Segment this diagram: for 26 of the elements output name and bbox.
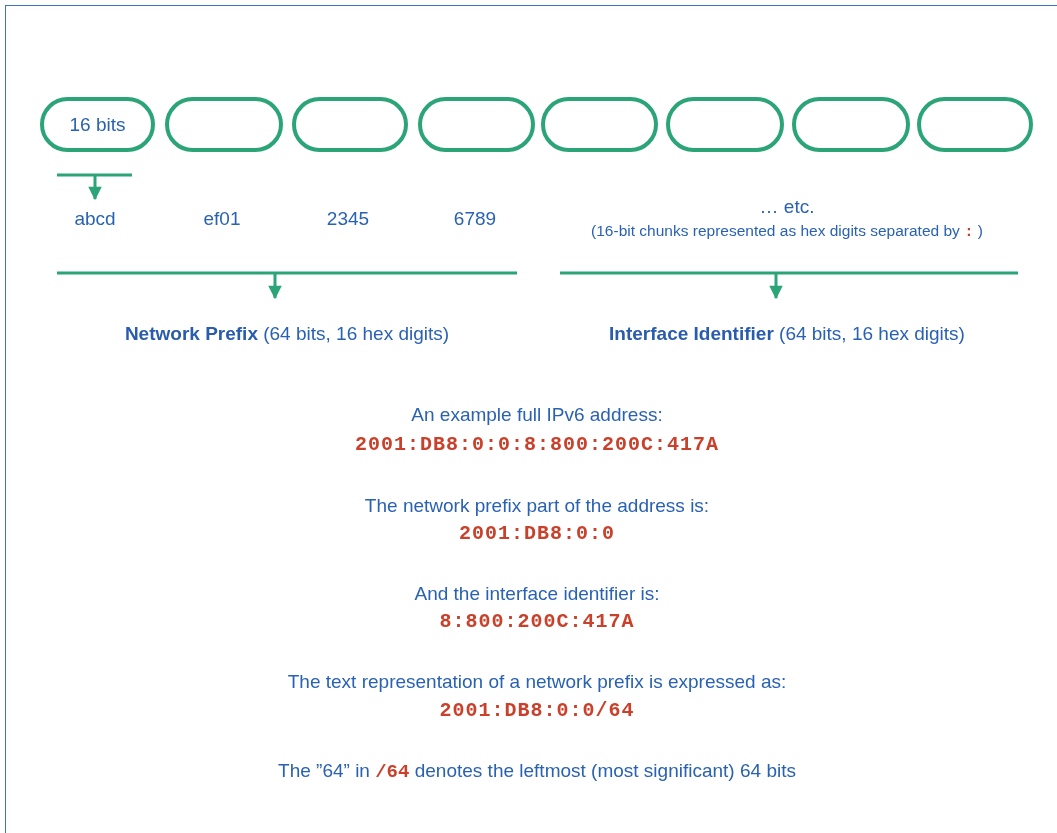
bit-field-pill [541,97,658,152]
example-text: An example full IPv6 address: [411,404,663,426]
example-text: And the interface identifier is: [414,583,660,605]
bit-field-pill [292,97,408,152]
address-text: 2001:DB8:0:0/64 [439,699,635,722]
bit-field-pill [666,97,784,152]
group-caption: Network Prefix (64 bits, 16 hex digits) [124,323,450,345]
bit-field-pill [165,97,283,152]
hex-group-text: ef01 [203,208,241,230]
example-text: The text representation of a network prefix is expressed as: [287,671,787,693]
address-text: 2001:DB8:0:0 [459,522,615,545]
bit-field-pill [418,97,535,152]
arrow [88,175,102,201]
ellipsis-text: … etc. [759,196,815,218]
address-text: 8:800:200C:417A [439,610,635,633]
bit-field-pill [792,97,910,152]
bit-field-pill: 16 bits [40,97,155,152]
note-text: The ”64” in /64 denotes the leftmost (most significant) 64 bits [278,760,796,783]
hex-group-text: abcd [74,208,116,230]
note-text: (16-bit chunks represented as hex digits separated by : ) [591,222,983,241]
hex-group-text: 6789 [453,208,497,230]
bit-field-pill [917,97,1033,152]
address-text: 2001:DB8:0:0:8:800:200C:417A [354,433,720,456]
hex-group-text: 2345 [326,208,370,230]
example-text: The network prefix part of the address is: [364,495,710,517]
group-caption: Interface Identifier (64 bits, 16 hex digits) [609,323,965,345]
